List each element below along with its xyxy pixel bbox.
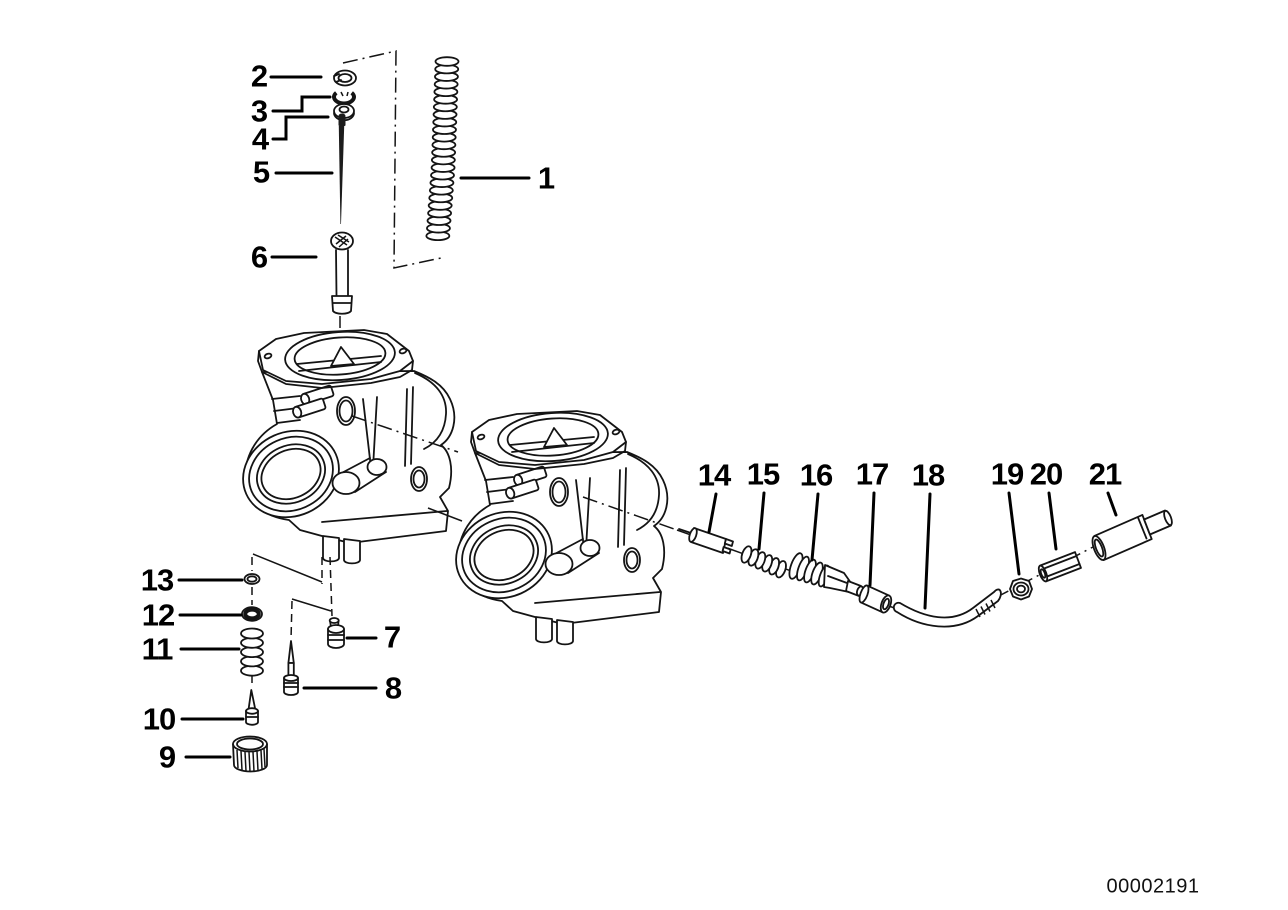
part-5-jet-needle [338, 113, 346, 224]
callout-18[interactable]: 18 [911, 457, 945, 493]
part-9-knurled-cap [232, 735, 268, 773]
port-leader-left [351, 415, 459, 453]
callout-leader-lines [177, 75, 1118, 759]
callout-16[interactable]: 16 [799, 457, 833, 493]
callout-20[interactable]: 20 [1029, 456, 1063, 492]
callout-12[interactable]: 12 [141, 597, 175, 633]
part-10-idle-mixture-screw [245, 689, 259, 726]
assembly-axis-top [342, 50, 442, 269]
callout-3[interactable]: 3 [250, 93, 268, 129]
part-21-protective-cap [1091, 509, 1173, 561]
callout-14[interactable]: 14 [697, 457, 731, 493]
part-20-adjuster-barrel [1037, 551, 1082, 583]
carburetor-body-right [441, 408, 669, 646]
callout-1[interactable]: 1 [537, 160, 555, 196]
port-leader-right [582, 496, 678, 531]
part-11-spring [240, 627, 264, 677]
callout-19[interactable]: 19 [990, 456, 1024, 492]
callout-21[interactable]: 21 [1088, 456, 1122, 492]
callout-8[interactable]: 8 [384, 670, 402, 706]
part-1-throttle-spring [425, 56, 460, 242]
part-15-spring [740, 545, 787, 579]
part-17-sleeve-fitting [858, 584, 893, 614]
part-2-needle-clip [333, 69, 357, 87]
part-6-needle-jet [330, 231, 354, 328]
part-7-pilot-jet [327, 617, 345, 649]
carburetor-body-left [228, 327, 456, 565]
part-8-needle-valve [283, 640, 299, 696]
part-18-vent-hose [892, 588, 1002, 628]
part-14-cable-plunger [678, 527, 734, 555]
callout-4[interactable]: 4 [251, 121, 269, 157]
part-3-circlip [332, 91, 356, 106]
callout-2[interactable]: 2 [250, 58, 268, 94]
part-13-o-ring [243, 573, 261, 585]
callout-7[interactable]: 7 [383, 619, 401, 655]
callout-10[interactable]: 10 [142, 701, 176, 737]
callout-6[interactable]: 6 [250, 239, 268, 275]
part-16-adjusting-screw [788, 552, 865, 597]
part-12-washer [241, 606, 263, 622]
callout-13[interactable]: 13 [140, 562, 174, 598]
callout-17[interactable]: 17 [855, 456, 889, 492]
callout-9[interactable]: 9 [158, 739, 176, 775]
part-19-nut [1009, 577, 1033, 601]
callout-11[interactable]: 11 [141, 631, 174, 667]
assembly-axis-bottom-left [251, 553, 333, 688]
drawing-number: 00002191 [1106, 875, 1200, 898]
callout-15[interactable]: 15 [746, 456, 780, 492]
callout-5[interactable]: 5 [252, 154, 270, 190]
